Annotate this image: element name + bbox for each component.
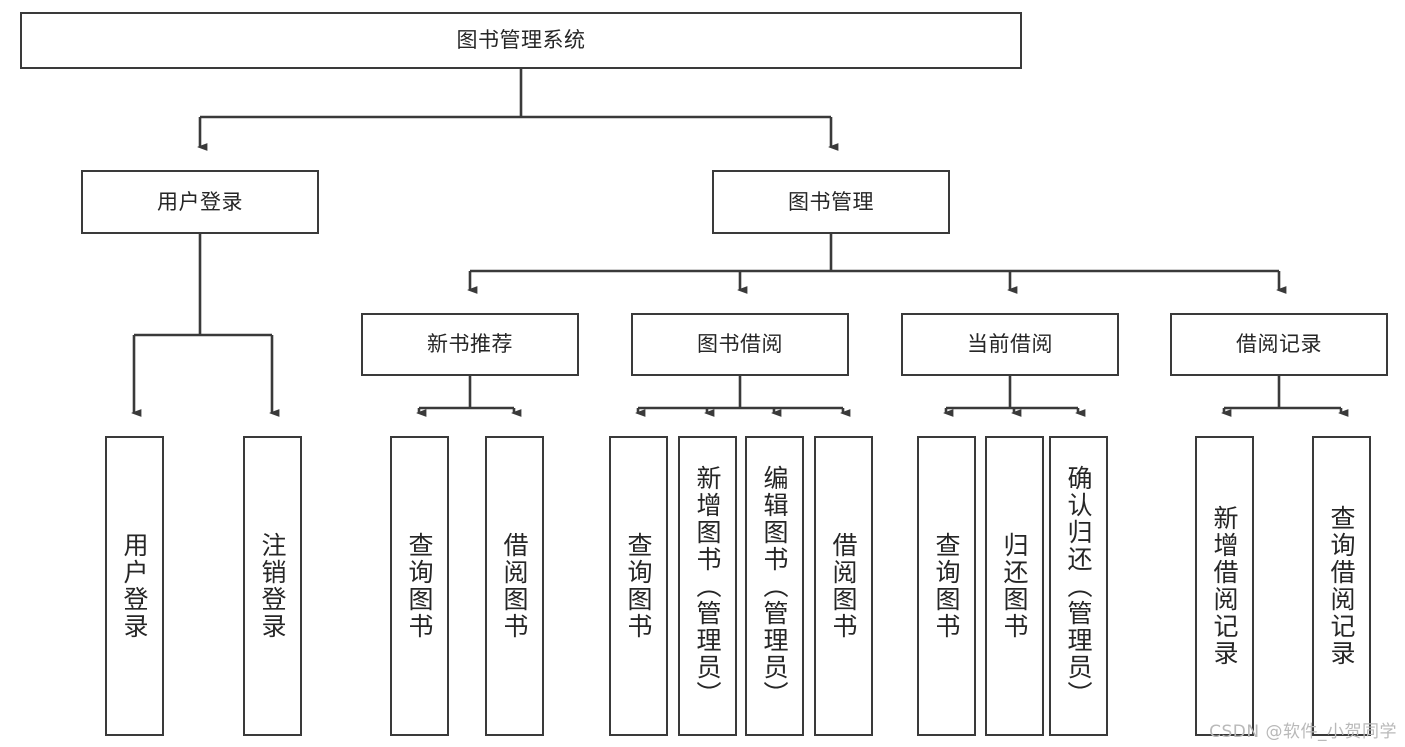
leaf-query-book-borrow[interactable]: 查询图书 <box>609 436 668 736</box>
csdn-watermark: CSDN @软件_小贺同学 <box>1209 722 1397 742</box>
node-new-book-recommend[interactable]: 新书推荐 <box>361 313 579 376</box>
node-label: 借阅记录 <box>1236 332 1322 357</box>
node-borrow-record[interactable]: 借阅记录 <box>1170 313 1388 376</box>
node-label: 借阅图书 <box>500 532 529 640</box>
leaf-edit-book-admin[interactable]: 编辑图书（管理员） <box>745 436 804 736</box>
leaf-add-borrow-record[interactable]: 新增借阅记录 <box>1195 436 1254 736</box>
leaf-add-book-admin[interactable]: 新增图书（管理员） <box>678 436 737 736</box>
node-label: 新书推荐 <box>427 332 513 357</box>
leaf-user-logout[interactable]: 注销登录 <box>243 436 302 736</box>
node-book-management[interactable]: 图书管理 <box>712 170 950 234</box>
node-label: 新增借阅记录 <box>1210 505 1239 667</box>
node-label: 确认归还（管理员） <box>1064 464 1093 708</box>
node-label: 查询借阅记录 <box>1327 505 1356 667</box>
node-current-borrow[interactable]: 当前借阅 <box>901 313 1119 376</box>
node-label: 查询图书 <box>405 532 434 640</box>
leaf-borrow-book[interactable]: 借阅图书 <box>814 436 873 736</box>
leaf-query-borrow-record[interactable]: 查询借阅记录 <box>1312 436 1371 736</box>
node-label: 借阅图书 <box>829 532 858 640</box>
leaf-query-book-recommend[interactable]: 查询图书 <box>390 436 449 736</box>
node-label: 注销登录 <box>258 532 287 640</box>
leaf-query-book-current[interactable]: 查询图书 <box>917 436 976 736</box>
node-label: 图书借阅 <box>697 332 783 357</box>
node-user-login[interactable]: 用户登录 <box>81 170 319 234</box>
node-root[interactable]: 图书管理系统 <box>20 12 1022 69</box>
node-label: 用户登录 <box>157 189 243 214</box>
node-label: 编辑图书（管理员） <box>760 464 789 708</box>
leaf-user-login[interactable]: 用户登录 <box>105 436 164 736</box>
node-label: 归还图书 <box>1000 532 1029 640</box>
node-label: 图书管理 <box>788 189 874 214</box>
node-label: 新增图书（管理员） <box>693 464 722 708</box>
leaf-confirm-return-admin[interactable]: 确认归还（管理员） <box>1049 436 1108 736</box>
leaf-return-book[interactable]: 归还图书 <box>985 436 1044 736</box>
node-label: 查询图书 <box>932 532 961 640</box>
node-label: 用户登录 <box>120 532 149 640</box>
node-label: 图书管理系统 <box>456 28 586 53</box>
leaf-borrow-book-recommend[interactable]: 借阅图书 <box>485 436 544 736</box>
node-label: 当前借阅 <box>967 332 1053 357</box>
node-label: 查询图书 <box>624 532 653 640</box>
node-book-borrow[interactable]: 图书借阅 <box>631 313 849 376</box>
